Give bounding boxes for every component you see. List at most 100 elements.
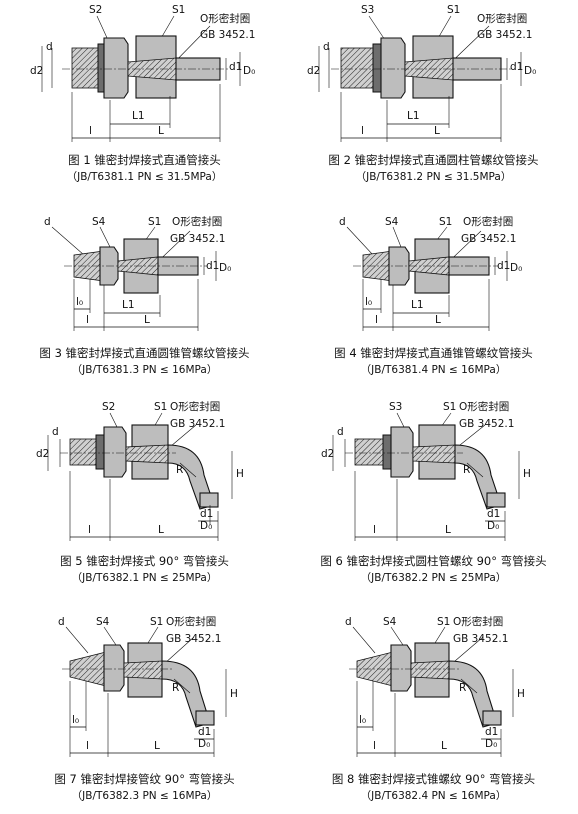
figure-2: S3 S1 O形密封圈 GB 3452.1 d2 d d1 D₀ L1 L l … [289, 0, 578, 200]
fig8-subcaption: （JB/T6382.4 PN ≤ 16MPa） [360, 790, 507, 802]
fig8-label-d0: D₀ [485, 738, 497, 750]
fig3-label-l0: l₀ [76, 296, 83, 308]
fig8-label-l0: l₀ [359, 714, 366, 726]
fig6-caption: 图 6 锥密封焊接式圆柱管螺纹 90° 弯管接头 （JB/T6382.2 PN … [289, 553, 578, 587]
figure-6: S3 S1 O形密封圈 GB 3452.1 d2 d R H d1 D₀ L l… [289, 395, 578, 600]
fig7-label-d1: d1 [198, 726, 211, 738]
fig8-label-R: R [459, 682, 466, 694]
fig2-drawing: S3 S1 O形密封圈 GB 3452.1 d2 d d1 D₀ L1 L l [307, 4, 536, 142]
fig4-label-s4: S4 [385, 216, 399, 228]
fig2-label-gb: GB 3452.1 [477, 29, 532, 41]
fig4-label-l0: l₀ [365, 296, 372, 308]
fig2-label-s3: S3 [361, 4, 374, 16]
fig5-label-L: L [158, 524, 164, 536]
fig4-caption: 图 4 锥密封焊接式直通锥管螺纹管接头 （JB/T6381.4 PN ≤ 16M… [289, 345, 578, 379]
fig1-drawing: S2 S1 O形密封圈 GB 3452.1 d2 d d1 D₀ L1 L l [30, 4, 255, 142]
figure-5: S2 S1 O形密封圈 GB 3452.1 d2 d R H d1 D₀ L l… [0, 395, 289, 600]
fig3-label-d0: D₀ [219, 262, 231, 274]
fig7-label-L: L [154, 740, 160, 752]
fig2-label-oring: O形密封圈 [477, 12, 527, 25]
fig5-label-s2: S2 [102, 401, 115, 413]
fig1-label-d: d [46, 41, 53, 53]
fig1-label-L: L [158, 125, 164, 137]
fig5-label-R: R [176, 464, 183, 476]
figure-4: d S4 S1 O形密封圈 GB 3452.1 d1 D₀ l₀ L1 L l … [289, 205, 578, 390]
figure-1: S2 S1 O形密封圈 GB 3452.1 d2 d d1 D₀ L1 L l … [0, 0, 289, 200]
fig1-label-d1: d1 [229, 61, 242, 73]
fig1-label-oring: O形密封圈 [200, 12, 250, 25]
figure-7: d S4 S1 O形密封圈 GB 3452.1 R H l₀ d1 D₀ L l… [0, 605, 289, 814]
fig4-label-oring: O形密封圈 [463, 215, 513, 228]
fig6-label-d: d [337, 426, 344, 438]
fig7-label-gb: GB 3452.1 [166, 633, 221, 645]
fig7-label-H: H [230, 688, 238, 700]
fig1-label-gb: GB 3452.1 [200, 29, 255, 41]
fig1-label-s1: S1 [172, 4, 185, 16]
fig5-label-gb: GB 3452.1 [170, 418, 225, 430]
fig4-label-s1: S1 [439, 216, 452, 228]
fig3-label-gb: GB 3452.1 [170, 233, 225, 245]
fig2-caption: 图 2 锥密封焊接式直通圆柱管螺纹管接头 （JB/T6381.2 PN ≤ 31… [289, 152, 578, 186]
fig3-label-l: l [86, 314, 89, 326]
fig2-label-s1: S1 [447, 4, 460, 16]
fig5-label-d: d [52, 426, 59, 438]
fig2-label-d: d [323, 41, 330, 53]
fig8-label-gb: GB 3452.1 [453, 633, 508, 645]
fig7-label-R: R [172, 682, 179, 694]
fig8-label-L: L [441, 740, 447, 752]
fig5-subcaption: （JB/T6382.1 PN ≤ 25MPa） [71, 572, 218, 584]
fig1-label-s2: S2 [89, 4, 102, 16]
fig6-label-l: l [373, 524, 376, 536]
fig8-drawing: d S4 S1 O形密封圈 GB 3452.1 R H l₀ d1 D₀ L l [345, 615, 525, 757]
fig5-label-d0: D₀ [200, 520, 212, 532]
fig5-label-d1: d1 [200, 508, 213, 520]
fig3-label-s1: S1 [148, 216, 161, 228]
fig6-label-H: H [523, 468, 531, 480]
fig8-label-H: H [517, 688, 525, 700]
fig3-label-s4: S4 [92, 216, 106, 228]
fig6-subcaption: （JB/T6382.2 PN ≤ 25MPa） [360, 572, 507, 584]
fig5-drawing: S2 S1 O形密封圈 GB 3452.1 d2 d R H d1 D₀ L l [36, 400, 244, 541]
fig4-label-d1: d1 [497, 260, 510, 272]
fig8-label-s4: S4 [383, 616, 397, 628]
fig3-label-d: d [44, 216, 51, 228]
fig2-subcaption: （JB/T6381.2 PN ≤ 31.5MPa） [355, 171, 512, 183]
fig4-label-d0: D₀ [510, 262, 522, 274]
fig5-caption: 图 5 锥密封焊接式 90° 弯管接头 （JB/T6382.1 PN ≤ 25M… [0, 553, 289, 587]
fig7-label-l0: l₀ [72, 714, 79, 726]
fig4-label-l: l [375, 314, 378, 326]
fig8-label-l: l [373, 740, 376, 752]
fig2-label-L: L [434, 125, 440, 137]
fig6-label-d0: D₀ [487, 520, 499, 532]
fig7-drawing: d S4 S1 O形密封圈 GB 3452.1 R H l₀ d1 D₀ L l [58, 615, 238, 757]
fig8-label-oring: O形密封圈 [453, 615, 503, 628]
fig6-label-s3: S3 [389, 401, 402, 413]
fig7-label-s1: S1 [150, 616, 163, 628]
fig5-label-s1: S1 [154, 401, 167, 413]
fig2-label-l: l [361, 125, 364, 137]
fig1-caption: 图 1 锥密封焊接式直通管接头 （JB/T6381.1 PN ≤ 31.5MPa… [0, 152, 289, 186]
fig7-label-oring: O形密封圈 [166, 615, 216, 628]
fig2-label-d2: d2 [307, 65, 320, 77]
figure-8: d S4 S1 O形密封圈 GB 3452.1 R H l₀ d1 D₀ L l… [289, 605, 578, 814]
fig4-drawing: d S4 S1 O形密封圈 GB 3452.1 d1 D₀ l₀ L1 L l [339, 215, 522, 331]
fig7-label-s4: S4 [96, 616, 110, 628]
fig3-drawing: d S4 S1 O形密封圈 GB 3452.1 d1 D₀ l₀ L1 L l [44, 215, 231, 331]
fig6-label-L: L [445, 524, 451, 536]
fig7-caption: 图 7 锥密封焊接管纹 90° 弯管接头 （JB/T6382.3 PN ≤ 16… [0, 771, 289, 805]
fig1-label-d2: d2 [30, 65, 43, 77]
fig8-label-d: d [345, 616, 352, 628]
fig5-label-d2: d2 [36, 448, 49, 460]
fig8-caption: 图 8 锥密封焊接式锥螺纹 90° 弯管接头 （JB/T6382.4 PN ≤ … [289, 771, 578, 805]
fig6-label-R: R [463, 464, 470, 476]
fig3-label-L: L [144, 314, 150, 326]
fig6-label-d2: d2 [321, 448, 334, 460]
fig1-label-d0: D₀ [243, 65, 255, 77]
fig8-label-d1: d1 [485, 726, 498, 738]
fig4-label-gb: GB 3452.1 [461, 233, 516, 245]
fig5-label-H: H [236, 468, 244, 480]
fig6-label-d1: d1 [487, 508, 500, 520]
fig3-label-l1: L1 [122, 299, 135, 311]
fig1-label-l: l [89, 125, 92, 137]
fig5-label-oring: O形密封圈 [170, 400, 220, 413]
